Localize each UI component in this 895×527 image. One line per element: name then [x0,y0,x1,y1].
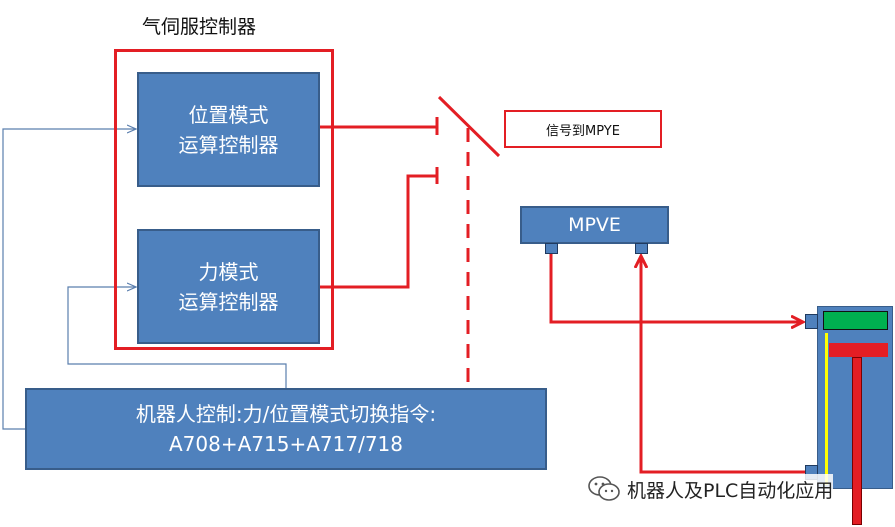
mpve-to-cylinder-top [549,254,803,322]
servo-controller-frame [114,49,334,350]
cylinder-port-top [805,314,818,329]
signal-to-mpye-label: 信号到MPYE [504,110,662,148]
robot-control-line2: A708+A715+A717/718 [169,432,403,456]
mpve-port-a [545,243,558,254]
position-mode-line2: 运算控制器 [178,132,279,157]
feedback-line-force [67,287,287,388]
position-mode-controller: 位置模式 运算控制器 [137,72,320,187]
watermark-text: 机器人及PLC自动化应用 [627,479,834,502]
force-output-line [320,174,437,289]
cylinder-guide [825,333,828,485]
position-mode-line1: 位置模式 [188,102,269,127]
servo-controller-title: 气伺服控制器 [142,16,257,38]
mpve-port-b [635,243,648,254]
cylinder-bottom-to-mpve [641,256,805,474]
cylinder-sensor-strip [823,311,888,330]
watermark: 机器人及PLC自动化应用 [587,474,834,504]
mpve-label: MPVE [568,214,621,236]
robot-control-line1: 机器人控制:力/位置模式切换指令: [135,402,437,426]
force-mode-controller: 力模式 运算控制器 [137,229,320,344]
wechat-icon [588,476,620,501]
cylinder-piston [829,343,888,357]
cylinder-rod [852,357,862,525]
feedback-line-position [2,129,136,430]
force-mode-line1: 力模式 [198,259,259,284]
mpve-valve: MPVE [520,206,669,244]
switch-blade [437,95,501,158]
force-mode-line2: 运算控制器 [178,289,279,314]
robot-control-block: 机器人控制:力/位置模式切换指令: A708+A715+A717/718 [25,388,547,470]
